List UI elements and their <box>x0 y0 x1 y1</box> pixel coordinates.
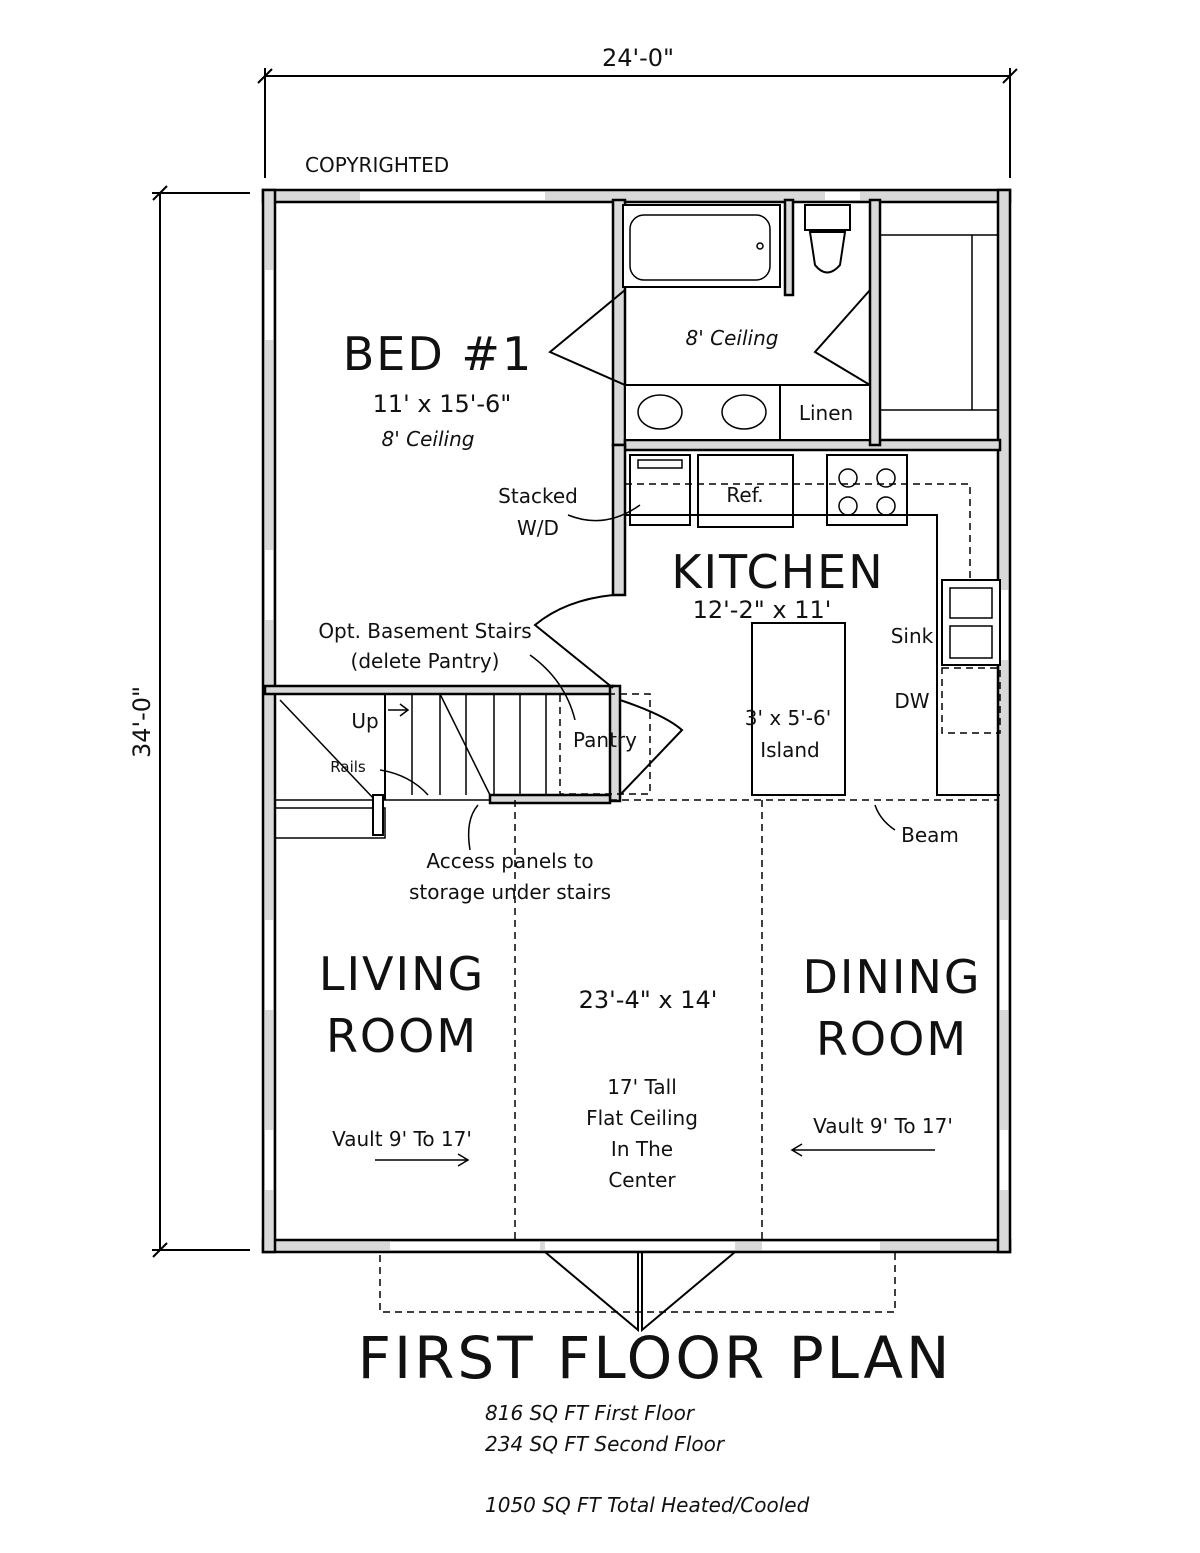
copyright-label: COPYRIGHTED <box>305 153 449 177</box>
island-label: Island <box>760 738 820 762</box>
sqft-total: 1050 SQ FT Total Heated/Cooled <box>485 1493 810 1517</box>
island-icon <box>751 622 846 796</box>
dishwasher-outline <box>941 667 1001 734</box>
sqft-second-floor: 234 SQ FT Second Floor <box>485 1432 726 1456</box>
dining-vault-label: Vault 9' To 17' <box>813 1114 953 1138</box>
center-line-2: Flat Ceiling <box>586 1106 698 1130</box>
living-title-2: ROOM <box>326 1009 478 1063</box>
linen-label: Linen <box>799 401 853 425</box>
width-dimension: 24'-0" <box>257 44 1018 178</box>
kitchen-title: KITCHEN <box>671 545 884 599</box>
opt-stairs-label-1: Opt. Basement Stairs <box>318 619 531 643</box>
bath-ceiling-label: 8' Ceiling <box>686 326 779 350</box>
stair-door-swing <box>619 699 684 796</box>
dining-title-1: DINING <box>802 950 981 1004</box>
sqft-first-floor: 816 SQ FT First Floor <box>485 1401 696 1425</box>
stairs <box>274 693 651 839</box>
kitchen-size: 12'-2" x 11' <box>693 596 832 624</box>
pantry-door-swing <box>533 594 614 689</box>
center-line-4: Center <box>608 1168 676 1192</box>
center-line-3: In The <box>611 1137 673 1161</box>
plan-title: FIRST FLOOR PLAN <box>358 1324 953 1392</box>
vanity-icon: Linen <box>624 384 871 441</box>
width-label: 24'-0" <box>602 44 674 72</box>
closet <box>879 234 999 411</box>
wd-arrow <box>567 504 641 522</box>
opt-stairs-label-2: (delete Pantry) <box>351 649 500 673</box>
wd-label: W/D <box>517 516 559 540</box>
up-label: Up <box>351 709 378 733</box>
height-dimension: 34'-0" <box>128 185 250 1258</box>
center-size: 23'-4" x 14' <box>579 986 718 1014</box>
sink-label: Sink <box>891 624 934 648</box>
stacked-label: Stacked <box>498 484 578 508</box>
bath-angled-wall <box>548 289 626 386</box>
beam-label: Beam <box>901 823 959 847</box>
front-door-right <box>641 1251 736 1333</box>
living-title-1: LIVING <box>319 947 485 1001</box>
dining-vault-arrow <box>790 1143 935 1157</box>
dw-label: DW <box>894 689 929 713</box>
rails-label: Rails <box>330 758 366 776</box>
access-label-2: storage under stairs <box>409 880 611 904</box>
bed1-size: 11' x 15'-6" <box>373 390 512 418</box>
stove-icon <box>826 454 908 526</box>
exterior-walls <box>261 188 1012 1254</box>
counter-line <box>625 514 1000 796</box>
dining-title-2: ROOM <box>816 1012 968 1066</box>
sink-icon <box>941 579 1001 666</box>
bed1-title: BED #1 <box>343 327 533 381</box>
rails-arrow <box>379 769 429 796</box>
bed1-ceiling: 8' Ceiling <box>382 427 475 451</box>
closet-angled-wall <box>813 289 871 386</box>
front-door-left <box>544 1251 640 1333</box>
access-arrow <box>467 804 479 851</box>
beam-arrow <box>874 804 896 831</box>
refrigerator-icon: Ref. <box>697 454 794 528</box>
island-size-label: 3' x 5'-6' <box>745 706 831 730</box>
height-label: 34'-0" <box>128 686 156 758</box>
ref-label: Ref. <box>726 483 763 507</box>
living-vault-label: Vault 9' To 17' <box>332 1127 472 1151</box>
toilet-icon <box>804 204 851 274</box>
living-vault-arrow <box>375 1153 470 1167</box>
access-label-1: Access panels to <box>426 849 593 873</box>
opt-stairs-arrow <box>529 654 576 721</box>
pantry-label: Pantry <box>573 728 637 752</box>
bathtub-icon <box>622 204 781 288</box>
upper-cabinets-line <box>625 483 971 580</box>
center-line-1: 17' Tall <box>607 1075 677 1099</box>
washer-dryer-icon <box>629 454 691 526</box>
